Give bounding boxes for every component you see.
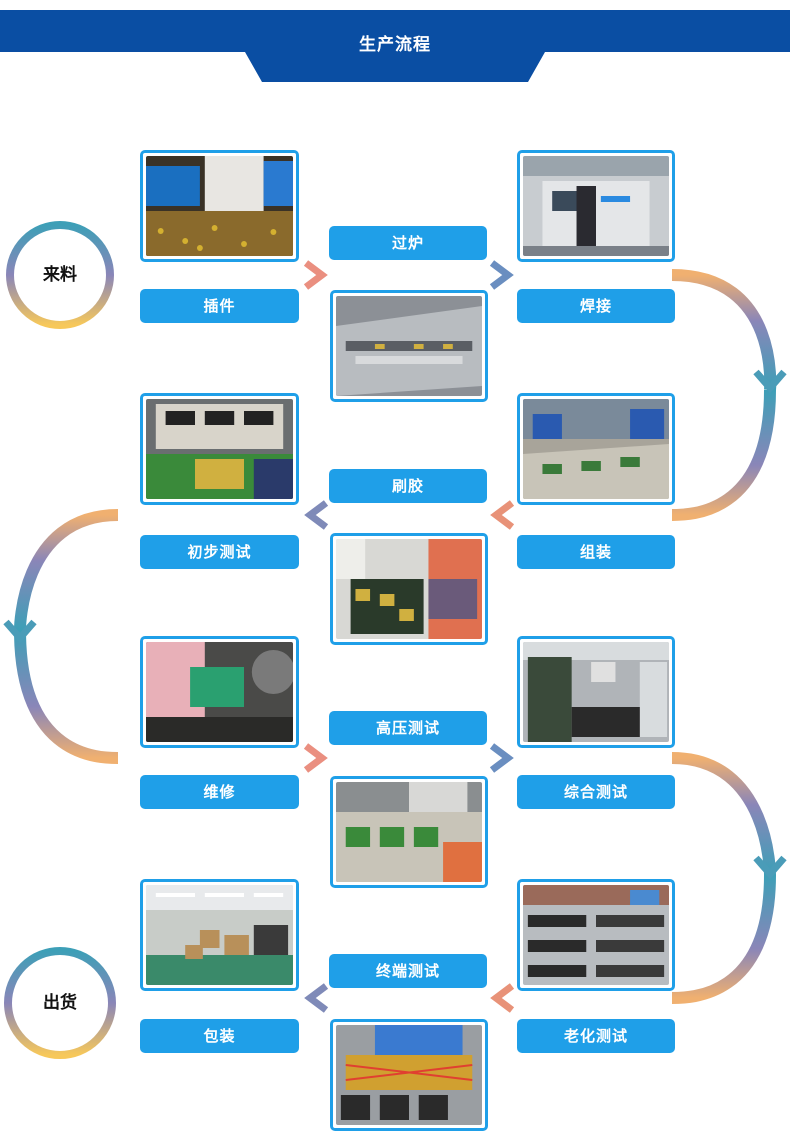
step-label-assembly: 组装 <box>517 535 675 569</box>
aging-test-photo <box>517 879 675 991</box>
page-title: 生产流程 <box>359 35 431 55</box>
step-label-initial-test: 初步测试 <box>140 535 299 569</box>
high-voltage-test-photo <box>330 776 488 888</box>
step-label-soldering: 焊接 <box>517 289 675 323</box>
step-label-packaging: 包装 <box>140 1019 299 1053</box>
oven-photo <box>330 290 488 402</box>
glue-photo <box>330 533 488 645</box>
assembly-line-photo <box>517 393 675 505</box>
step-label-terminal-test: 终端测试 <box>329 954 487 988</box>
start-node-label: 来料 <box>43 265 77 285</box>
step-label-high-voltage-test: 高压测试 <box>329 711 487 745</box>
end-node-label: 出货 <box>43 993 77 1013</box>
integrated-test-photo <box>517 636 675 748</box>
step-label-repair: 维修 <box>140 775 299 809</box>
step-label-integrated-test: 综合测试 <box>517 775 675 809</box>
step-label-aging-test: 老化测试 <box>517 1019 675 1053</box>
step-label-insertion: 插件 <box>140 289 299 323</box>
header-banner <box>0 10 790 82</box>
assembly-photo <box>140 150 299 262</box>
repair-photo <box>140 636 299 748</box>
initial-test-photo <box>140 393 299 505</box>
step-label-glue: 刷胶 <box>329 469 487 503</box>
packaging-photo <box>140 879 299 991</box>
terminal-test-photo <box>330 1019 488 1131</box>
step-label-oven: 过炉 <box>329 226 487 260</box>
soldering-machine-photo <box>517 150 675 262</box>
